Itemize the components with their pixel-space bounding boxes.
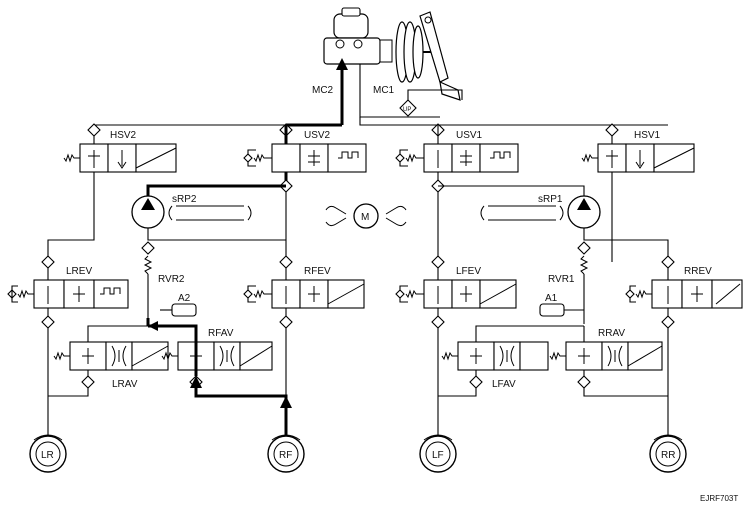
usv2-valve: USV2 [243, 123, 367, 173]
header-line-right [359, 117, 668, 126]
rvr2-label: RVR2 [158, 274, 185, 285]
mc2-flow-arrow [336, 58, 348, 70]
lrev-valve: LREV [7, 255, 129, 309]
wheel-cylinder-lr: LR [29, 424, 67, 473]
brake-pedal [419, 11, 461, 101]
rvr1-relief-valve: RVR1 [548, 241, 591, 324]
a2-flow-arrow [148, 321, 158, 331]
hsv1-valve: HSV1 [581, 123, 695, 173]
rfav-return-arrow [190, 376, 202, 388]
pressure-sensor-up: UP [399, 89, 463, 117]
rfav-return-flow [194, 388, 288, 412]
pump-srp2: sRP2 [131, 184, 286, 229]
mc1-label: MC1 [373, 85, 395, 96]
wheel-cylinder-rr: RR [649, 424, 687, 473]
pump-srp1: sRP1 [480, 194, 601, 229]
rfev-check-lower [279, 315, 293, 329]
lr-label: LR [41, 450, 54, 461]
lrev-label: LREV [66, 266, 92, 277]
lfav-valve: LFAV [438, 325, 584, 397]
rrav-label: RRAV [598, 328, 625, 339]
lf-label: LF [432, 450, 444, 461]
rfev-valve: RFEV [243, 240, 365, 309]
rfav-valve: RFAV [161, 328, 273, 389]
usv1-label: USV1 [456, 130, 483, 141]
rfav-label: RFAV [208, 328, 234, 339]
usv2-label: USV2 [304, 130, 331, 141]
srp2-inlet-line [147, 228, 286, 241]
hsv2-valve: HSV2 [63, 123, 177, 173]
lrav-label: LRAV [112, 379, 138, 390]
rf-label: RF [279, 450, 292, 461]
lrev-check-lower [41, 315, 55, 329]
rfev-label: RFEV [304, 266, 331, 277]
lfav-label: LFAV [492, 379, 516, 390]
reference-code: EJRF703T [700, 494, 738, 503]
accumulator-a2: A2 [160, 293, 197, 317]
motor-label: M [361, 212, 369, 223]
lfev-valve: LFEV [395, 255, 517, 309]
up-label: UP [403, 107, 411, 113]
srp1-to-rrev-line [583, 228, 669, 262]
rr-label: RR [661, 450, 675, 461]
rvr1-label: RVR1 [548, 274, 575, 285]
hsv1-label: HSV1 [634, 130, 661, 141]
pump-motor: M [325, 203, 407, 229]
accumulator-a1: A1 [539, 293, 584, 317]
srp2-label: sRP2 [172, 194, 197, 205]
srp1-outlet-line [438, 185, 585, 196]
a2-label: A2 [178, 293, 191, 304]
rrev-check-lower [661, 315, 675, 329]
master-cylinder-assembly: MC1 MC2 [312, 7, 461, 101]
wheel-cylinder-lf: LF [419, 424, 457, 473]
hsv2-to-lrev-line [47, 172, 95, 262]
a1-label: A1 [545, 293, 558, 304]
rfav-to-a2-flow [148, 324, 198, 376]
rvr2-relief-valve: RVR2 [141, 241, 185, 326]
srp1-label: sRP1 [538, 194, 563, 205]
rf-flow-arrow [280, 396, 292, 408]
hsv2-label: HSV2 [110, 130, 137, 141]
usv1-valve: USV1 [395, 123, 519, 173]
lfev-check-lower [431, 315, 445, 329]
rrev-valve: RREV [625, 255, 743, 309]
lrav-valve: LRAV [48, 325, 169, 397]
rrav-valve: RRAV [549, 326, 668, 397]
brake-booster [395, 21, 436, 83]
mc2-label: MC2 [312, 85, 334, 96]
lfev-label: LFEV [456, 266, 481, 277]
wheel-cylinder-rf: RF [267, 424, 305, 473]
rrev-label: RREV [684, 266, 712, 277]
